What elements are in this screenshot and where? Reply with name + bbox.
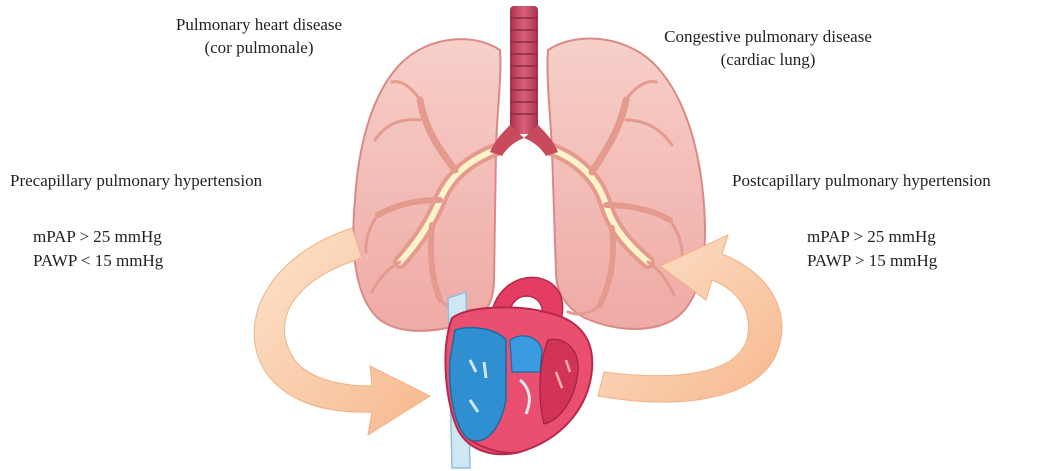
label-postcapillary-pawp: PAWP > 15 mmHg (807, 249, 937, 272)
label-precapillary-mpap: mPAP > 25 mmHg (33, 225, 162, 248)
left-lung-shape (547, 38, 705, 328)
label-postcapillary-title: Postcapillary pulmonary hypertension (732, 169, 991, 192)
label-pulmonary-heart-disease: Pulmonary heart disease (cor pulmonale) (138, 13, 380, 59)
label-congestive-pulmonary-disease-line2: (cardiac lung) (636, 48, 900, 71)
label-pulmonary-heart-disease-line1: Pulmonary heart disease (138, 13, 380, 36)
label-congestive-pulmonary-disease: Congestive pulmonary disease (cardiac lu… (636, 25, 900, 71)
label-pulmonary-heart-disease-line2: (cor pulmonale) (138, 36, 380, 59)
label-precapillary-title: Precapillary pulmonary hypertension (10, 169, 262, 192)
label-postcapillary-mpap: mPAP > 25 mmHg (807, 225, 936, 248)
label-congestive-pulmonary-disease-line1: Congestive pulmonary disease (636, 25, 900, 48)
label-precapillary-pawp: PAWP < 15 mmHg (33, 249, 163, 272)
